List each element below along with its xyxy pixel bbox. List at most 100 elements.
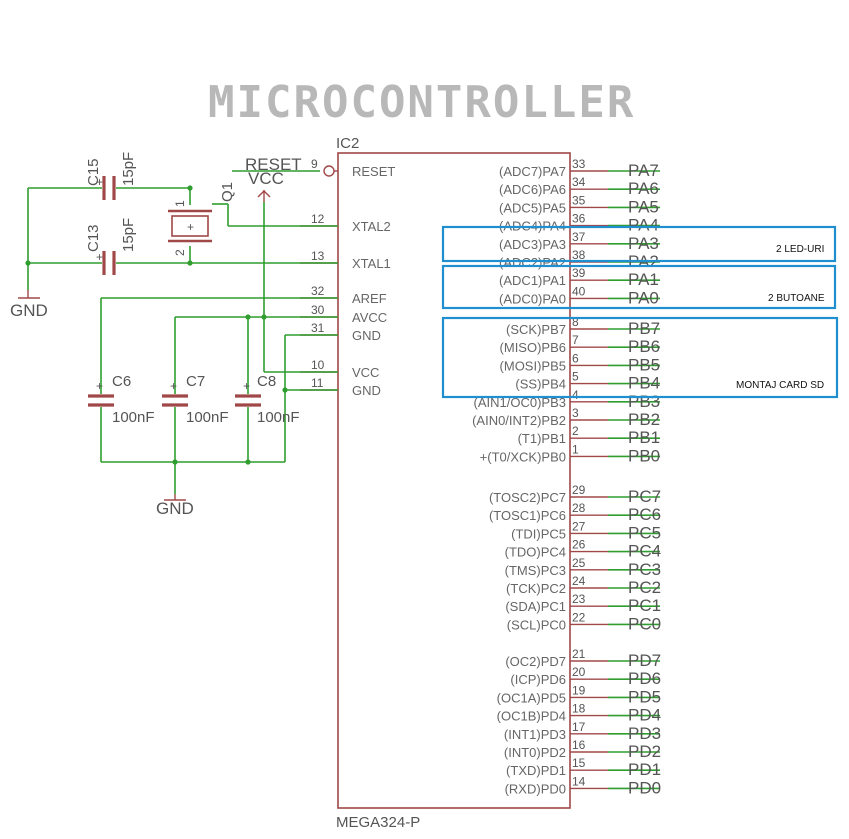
right-net-label: PD4	[628, 706, 661, 725]
sd-note: MONTAJ CARD SD	[736, 380, 824, 391]
right-pin-number: 34	[572, 175, 586, 189]
right-pin-number: 38	[572, 248, 586, 262]
right-pin-name: (ADC7)PA7	[499, 164, 566, 179]
c15-value: 15pF	[120, 152, 137, 186]
right-net-label: PB0	[628, 446, 660, 465]
right-net-label: PA1	[628, 270, 659, 289]
right-pin-number: 15	[572, 756, 586, 770]
vcc-net-label: VCC	[248, 169, 284, 188]
gnd-net-label-top: GND	[10, 301, 48, 320]
right-net-label: PD1	[628, 760, 661, 779]
ic-body	[337, 152, 571, 809]
right-pin-number: 14	[572, 774, 586, 788]
right-pin-name: (RXD)PD0	[505, 781, 566, 796]
right-net-label: PA0	[628, 288, 659, 307]
right-pin-number: 19	[572, 683, 586, 697]
right-pin-name: (TOSC2)PC7	[489, 490, 566, 505]
ic-ref: IC2	[336, 135, 359, 152]
buttons-box	[441, 264, 837, 310]
right-pin-number: 4	[572, 388, 579, 402]
right-pin-number: 20	[572, 665, 586, 679]
right-pin-number: 5	[572, 370, 579, 384]
right-pin-name: (TCK)PC2	[506, 581, 566, 596]
q1-pin1: 1	[173, 200, 187, 207]
left-pin-name: XTAL1	[352, 256, 391, 271]
right-pin-number: 17	[572, 720, 586, 734]
right-pin-number: 37	[572, 230, 586, 244]
right-pin-name: (INT0)PD2	[504, 745, 566, 760]
right-net-label: PA5	[628, 197, 659, 216]
svg-text:+: +	[96, 379, 103, 393]
right-pin-name: (ADC1)PA1	[499, 273, 566, 288]
c15-polarity: +	[96, 175, 103, 189]
right-pin-name: (ADC3)PA3	[499, 237, 566, 252]
right-pin-number: 27	[572, 519, 586, 533]
c13-value: 15pF	[120, 218, 137, 252]
right-pin-name: +(T0/XCK)PB0	[480, 449, 566, 464]
right-pin-name: (TXD)PD1	[506, 763, 566, 778]
right-net-label: PA3	[628, 234, 659, 253]
ic-value: MEGA324-P	[336, 814, 420, 831]
left-pin-name: VCC	[352, 365, 379, 380]
power-network: + C6 100nF + C7 100nF + C8 100nF GND	[88, 202, 338, 518]
right-pin-name: (T1)PB1	[518, 431, 566, 446]
right-pin-name: (ADC0)PA0	[499, 291, 566, 306]
right-pin-number: 7	[572, 333, 579, 347]
right-pin-number: 3	[572, 406, 579, 420]
right-pin-number: 22	[572, 610, 586, 624]
crystal-q1	[171, 215, 209, 237]
sd-box	[441, 316, 839, 399]
left-pin-number: 30	[311, 303, 325, 317]
right-pin-number: 33	[572, 157, 586, 171]
right-net-label: PB4	[628, 374, 660, 393]
q1-pin2: 2	[173, 249, 187, 256]
right-pin-name: (AIN0/INT2)PB2	[472, 413, 566, 428]
right-pin-number: 23	[572, 592, 586, 606]
right-pin-name: (SCL)PC0	[507, 617, 566, 632]
right-net-label: PD6	[628, 669, 661, 688]
left-pin-name: GND	[352, 328, 381, 343]
left-pin-number: 11	[311, 376, 324, 390]
right-net-label: PA6	[628, 179, 659, 198]
right-net-label: PB7	[628, 319, 660, 338]
right-net-label: PA4	[628, 216, 659, 235]
right-net-label: PC0	[628, 614, 661, 633]
right-pin-name: (TDO)PC4	[505, 545, 566, 560]
reset-inversion-bubble	[323, 165, 335, 177]
right-net-label: PC6	[628, 505, 661, 524]
right-pin-name: (OC1B)PD4	[497, 709, 566, 724]
c6-value: 100nF	[112, 409, 155, 426]
annotation-boxes: 2 LED-URI 2 BUTOANE MONTAJ CARD SD	[441, 225, 839, 399]
right-net-label: PD2	[628, 742, 661, 761]
left-pin-number: 10	[311, 358, 325, 372]
right-pin-name: (TMS)PC3	[505, 563, 566, 578]
right-pin-name: (SS)PB4	[515, 377, 566, 392]
vcc-symbol: VCC	[248, 169, 284, 202]
right-pin-number: 18	[572, 702, 586, 716]
right-pin-name: (TOSC1)PC6	[489, 508, 566, 523]
right-pin-name: (ADC6)PA6	[499, 182, 566, 197]
right-pin-name: (ICP)PD6	[510, 672, 566, 687]
left-pin-number: 12	[311, 212, 325, 226]
right-pin-number: 24	[572, 574, 586, 588]
left-pin-number: 13	[311, 249, 325, 263]
right-pin-number: 39	[572, 266, 586, 280]
right-net-label: PC5	[628, 523, 661, 542]
svg-text:+: +	[243, 379, 250, 393]
clock-network: + C15 15pF + C13 15pF GND + 1 2 Q1	[10, 152, 338, 320]
right-pin-name: (MISO)PB6	[500, 340, 566, 355]
right-net-label: PB5	[628, 355, 660, 374]
reset-net: RESET	[232, 155, 335, 177]
right-net-label: PD5	[628, 687, 661, 706]
right-pin-number: 25	[572, 556, 586, 570]
c7-value: 100nF	[186, 409, 229, 426]
right-pin-name: (SCK)PB7	[506, 322, 566, 337]
c8-value: 100nF	[257, 409, 300, 426]
right-pin-number: 26	[572, 538, 586, 552]
right-pin-number: 35	[572, 193, 586, 207]
left-pin-number: 31	[311, 321, 325, 335]
right-net-label: PB3	[628, 392, 660, 411]
